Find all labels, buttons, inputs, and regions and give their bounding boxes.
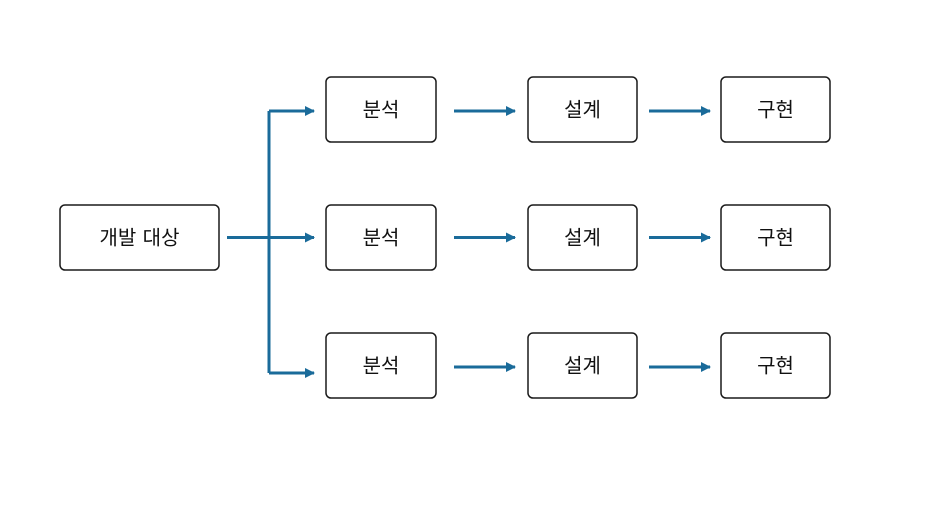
analysis-node-label: 분석 (363, 226, 400, 250)
process-row-2: 분석 설계 구현 (325, 204, 831, 271)
implementation-node-label: 구현 (757, 354, 794, 378)
source-node-label: 개발 대상 (100, 226, 180, 250)
analysis-node: 분석 (325, 332, 437, 399)
design-node: 설계 (527, 204, 638, 271)
implementation-node-label: 구현 (757, 226, 794, 250)
design-node: 설계 (527, 76, 638, 143)
implementation-node: 구현 (720, 204, 831, 271)
design-node-label: 설계 (564, 226, 601, 250)
process-row-3: 분석 설계 구현 (325, 332, 831, 399)
implementation-node: 구현 (720, 76, 831, 143)
design-node: 설계 (527, 332, 638, 399)
analysis-node-label: 분석 (363, 354, 400, 378)
analysis-node-label: 분석 (363, 98, 400, 122)
implementation-node-label: 구현 (757, 98, 794, 122)
process-row-1: 분석 설계 구현 (325, 76, 831, 143)
design-node-label: 설계 (564, 354, 601, 378)
branch-connectors (227, 106, 315, 378)
implementation-node: 구현 (720, 332, 831, 399)
design-node-label: 설계 (564, 98, 601, 122)
source-node: 개발 대상 (59, 204, 220, 271)
analysis-node: 분석 (325, 204, 437, 271)
analysis-node: 분석 (325, 76, 437, 143)
